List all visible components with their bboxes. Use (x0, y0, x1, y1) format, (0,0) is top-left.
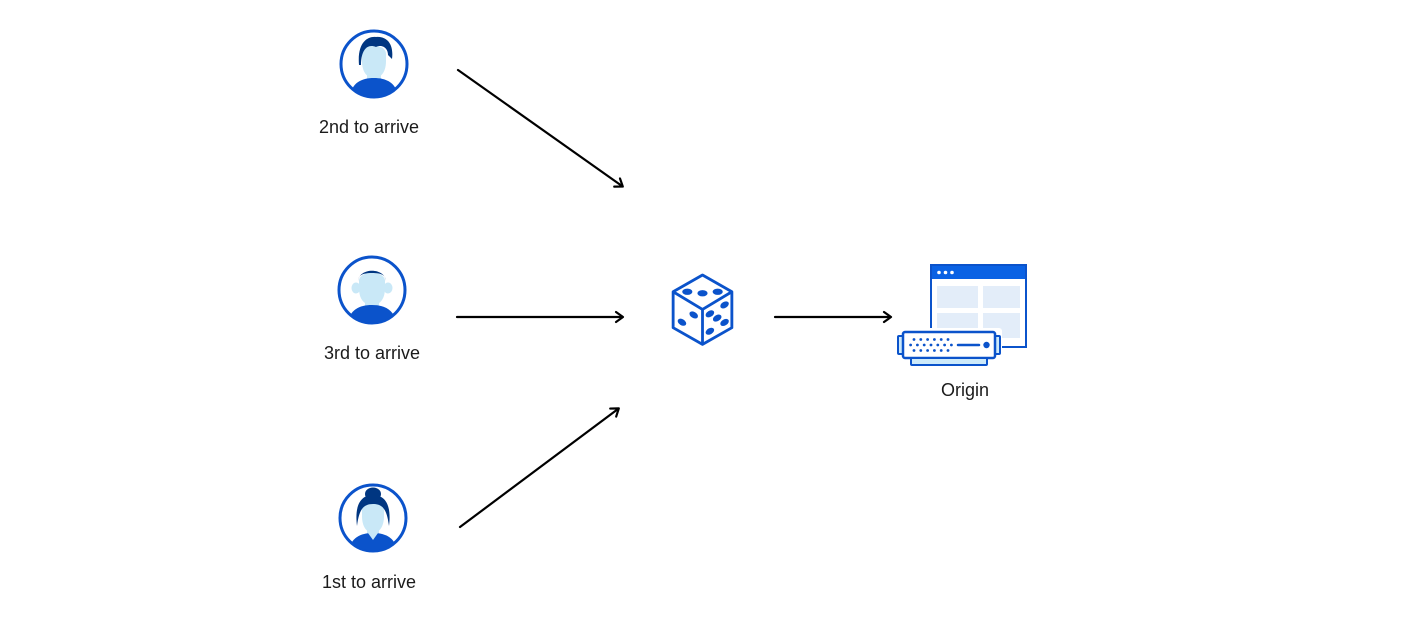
male-short-hair-avatar-icon (337, 255, 407, 325)
origin-server (896, 327, 1002, 369)
male-avatar-icon (339, 29, 409, 99)
user-node-second (338, 28, 410, 100)
server-icon (896, 328, 1002, 366)
dice-node (669, 272, 736, 353)
server-led (983, 341, 990, 349)
dice-icon (671, 273, 734, 346)
browser-titlebar (932, 266, 1025, 279)
user-label-third: 3rd to arrive (323, 343, 421, 363)
user-node-third (336, 254, 408, 326)
server-base (910, 357, 988, 366)
user-node-first (337, 482, 409, 554)
female-avatar-icon (338, 483, 408, 553)
server-vents (909, 338, 953, 352)
arrow-user-second-to-dice (456, 68, 624, 188)
arrow-user-first-to-dice (458, 407, 620, 529)
origin-label: Origin (940, 380, 989, 400)
user-label-second: 2nd to arrive (318, 117, 420, 137)
browser-content-panels (937, 286, 1020, 338)
user-label-first: 1st to arrive (321, 572, 417, 592)
browser-dots-icon (937, 270, 954, 275)
